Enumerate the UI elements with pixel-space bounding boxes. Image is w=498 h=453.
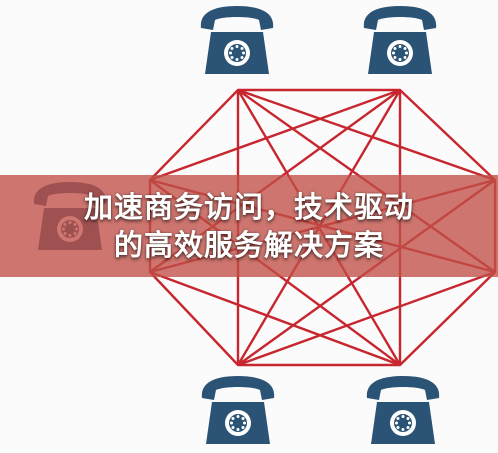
telephone-icon xyxy=(363,6,437,74)
caption-line-2: 的高效服务解决方案 xyxy=(113,228,384,262)
telephone-icon xyxy=(200,6,274,74)
caption-line-1: 加速商务访问，技术驱动 xyxy=(83,190,414,224)
telephone-icon xyxy=(366,376,440,444)
telephone-icon xyxy=(201,376,275,444)
caption: 加速商务访问，技术驱动 的高效服务解决方案 xyxy=(0,188,498,264)
caption-banner xyxy=(0,175,498,277)
